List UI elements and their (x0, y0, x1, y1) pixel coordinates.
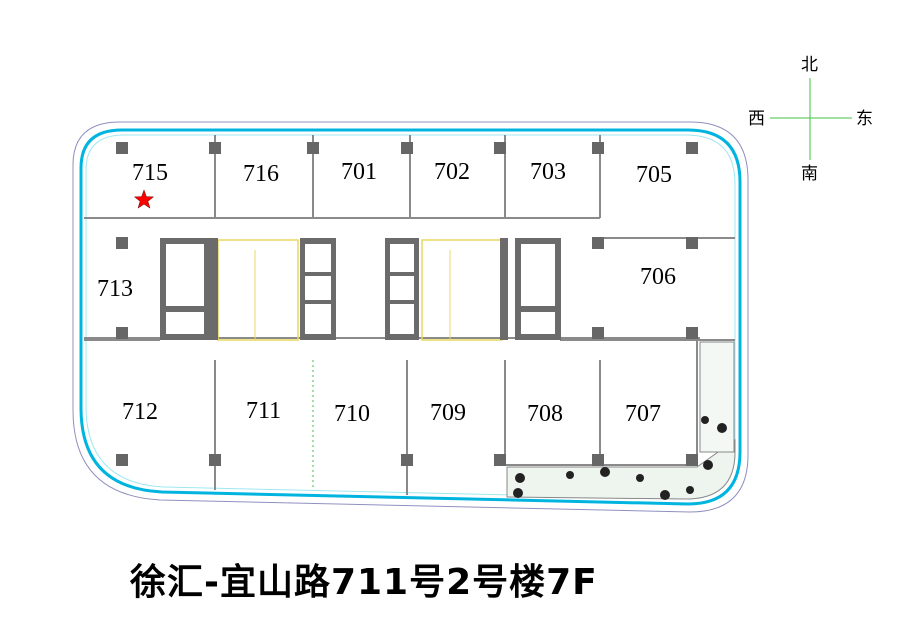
pillar (401, 142, 413, 154)
pillar (686, 454, 698, 466)
room-713[interactable]: 713 (97, 276, 133, 302)
star-marker-icon (133, 189, 155, 209)
pillar (116, 454, 128, 466)
pillar (116, 327, 128, 339)
compass: 北 南 西 东 (748, 55, 873, 184)
room-716[interactable]: 716 (243, 161, 279, 187)
room-labels: 715 716 701 702 703 705 713 706 712 711 … (97, 159, 676, 427)
room-708[interactable]: 708 (527, 401, 563, 427)
room-703[interactable]: 703 (530, 159, 566, 185)
pillar (401, 454, 413, 466)
building-outline (72, 121, 749, 513)
pillar (686, 327, 698, 339)
room-712[interactable]: 712 (122, 399, 158, 425)
pillar (209, 142, 221, 154)
room-715[interactable]: 715 (132, 160, 168, 186)
pillar (494, 454, 506, 466)
pillar (592, 142, 604, 154)
pillar (116, 237, 128, 249)
room-709[interactable]: 709 (430, 400, 466, 426)
room-706[interactable]: 706 (640, 264, 676, 290)
pillar (686, 142, 698, 154)
building-core (160, 238, 561, 341)
pillar (494, 142, 506, 154)
room-701[interactable]: 701 (341, 159, 377, 185)
garden (506, 341, 736, 500)
room-705[interactable]: 705 (636, 162, 672, 188)
pillar (592, 454, 604, 466)
pillar (307, 142, 319, 154)
room-707[interactable]: 707 (625, 401, 661, 427)
room-710[interactable]: 710 (334, 401, 370, 427)
pillar (592, 237, 604, 249)
pillar (116, 142, 128, 154)
pillars (116, 142, 698, 466)
pillar (209, 454, 221, 466)
compass-north: 北 (801, 55, 818, 75)
compass-east: 东 (856, 109, 873, 129)
pillar (686, 237, 698, 249)
plan-title: 徐汇-宜山路711号2号楼7F (129, 562, 598, 603)
compass-south: 南 (801, 164, 818, 184)
compass-west: 西 (748, 109, 765, 129)
room-711[interactable]: 711 (246, 398, 281, 424)
pillar (592, 327, 604, 339)
room-702[interactable]: 702 (434, 159, 470, 185)
